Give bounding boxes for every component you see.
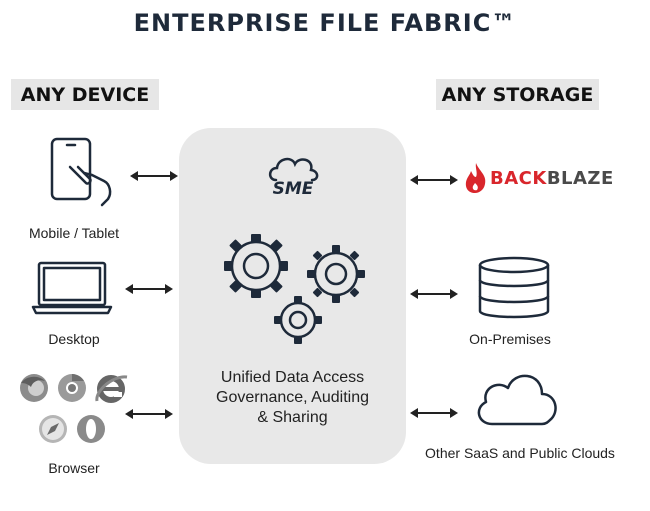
internet-explorer-logo-icon	[95, 375, 128, 403]
opera-logo-icon	[77, 415, 105, 443]
laptop-icon	[31, 261, 113, 315]
arrow-mobile-hub	[130, 171, 178, 181]
any-storage-header: ANY STORAGE	[436, 79, 599, 110]
sme-logo-text: SME	[273, 179, 314, 199]
firefox-logo-icon	[20, 374, 48, 402]
any-device-header: ANY DEVICE	[11, 79, 159, 110]
arrow-hub-backblaze	[410, 175, 458, 185]
hub-line-1: Unified Data Access	[220, 369, 365, 386]
device-label-desktop: Desktop	[48, 331, 100, 347]
backblaze-flame-icon	[465, 163, 486, 193]
storage-label-clouds: Other SaaS and Public Clouds	[425, 445, 615, 461]
database-icon	[478, 256, 550, 319]
browser-logos-icon	[20, 374, 128, 443]
hub-description: Unified Data Access Governance, Auditing…	[179, 368, 406, 428]
file-fabric-hub	[179, 128, 406, 464]
arrow-hub-onpremises	[410, 289, 458, 299]
backblaze-logo-back: BACK	[490, 168, 547, 189]
hub-line-3: & Sharing	[257, 409, 328, 426]
arrow-hub-clouds	[410, 408, 458, 418]
backblaze-logo: BACKBLAZE	[490, 168, 614, 189]
safari-logo-icon	[39, 415, 67, 443]
tablet-touch-icon	[50, 137, 112, 207]
sme-cloud-logo: SME	[268, 157, 319, 199]
diagram-title: ENTERPRISE FILE FABRIC™	[133, 9, 517, 37]
device-label-browser: Browser	[48, 460, 100, 476]
device-label-mobile: Mobile / Tablet	[28, 225, 119, 241]
cloud-icon	[477, 374, 557, 426]
arrow-desktop-hub	[125, 284, 173, 294]
backblaze-logo-blaze: BLAZE	[546, 168, 614, 189]
chrome-logo-icon	[58, 374, 86, 402]
storage-label-onpremises: On-Premises	[469, 331, 551, 347]
hub-line-2: Governance, Auditing	[216, 389, 369, 406]
arrow-browser-hub	[125, 409, 173, 419]
gears-icon	[224, 234, 365, 344]
